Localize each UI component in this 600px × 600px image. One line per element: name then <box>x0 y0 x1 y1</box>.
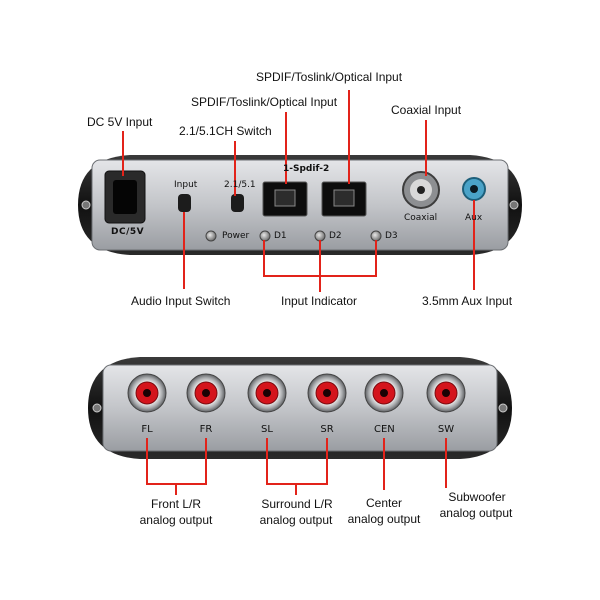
channel-switch-panel-label: 2.1/5.1 <box>224 180 256 190</box>
jack-label-cen: CEN <box>374 424 395 435</box>
bottom-device <box>88 357 512 459</box>
callout-surround-line2: analog output <box>259 513 333 527</box>
jack-label-sw: SW <box>437 424 455 435</box>
power-led-label: Power <box>222 231 250 241</box>
callout-front-line1: Front L/R <box>150 497 201 511</box>
jack-label-fl: FL <box>141 424 153 435</box>
rca-jack-sw <box>426 373 466 413</box>
rca-jack-cen <box>364 373 404 413</box>
rca-jack-sl <box>247 373 287 413</box>
callout-aux-input: 3.5mm Aux Input <box>422 294 513 308</box>
callout-spdif-second: SPDIF/Toslink/Optical Input <box>191 95 338 109</box>
callout-dc-input: DC 5V Input <box>87 115 153 129</box>
callout-sub-line1: Subwoofer <box>448 490 506 504</box>
callout-sub-line2: analog output <box>439 506 513 520</box>
d3-led-label: D3 <box>385 231 398 241</box>
rca-jack-fl <box>127 373 167 413</box>
dc-panel-label: DC/5V <box>111 227 145 237</box>
callout-front-line2: analog output <box>139 513 213 527</box>
jack-label-sr: SR <box>320 424 334 435</box>
jack-label-sl: SL <box>261 424 273 435</box>
callout-input-indicator: Input Indicator <box>281 294 358 308</box>
callout-coaxial-input: Coaxial Input <box>391 103 462 117</box>
aux-panel-label: Aux <box>465 213 483 223</box>
top-callout-lines <box>122 90 475 292</box>
bottom-callout-lines <box>146 438 447 495</box>
callout-center-line1: Center <box>365 496 403 510</box>
callout-spdif-top: SPDIF/Toslink/Optical Input <box>256 70 403 84</box>
rca-jack-fr <box>186 373 226 413</box>
callout-center-line2: analog output <box>347 512 421 526</box>
callout-surround-line1: Surround L/R <box>261 497 333 511</box>
spdif-ports-label: 1-Spdif-2 <box>283 164 330 174</box>
callout-channel-switch: 2.1/5.1CH Switch <box>179 124 272 138</box>
jack-label-fr: FR <box>199 424 213 435</box>
d2-led-label: D2 <box>329 231 342 241</box>
top-device <box>78 155 522 255</box>
callout-audio-input-switch: Audio Input Switch <box>131 294 231 308</box>
coaxial-panel-label: Coaxial <box>404 213 438 223</box>
rca-jack-sr <box>307 373 347 413</box>
input-switch-panel-label: Input <box>174 180 198 190</box>
d1-led-label: D1 <box>274 231 287 241</box>
